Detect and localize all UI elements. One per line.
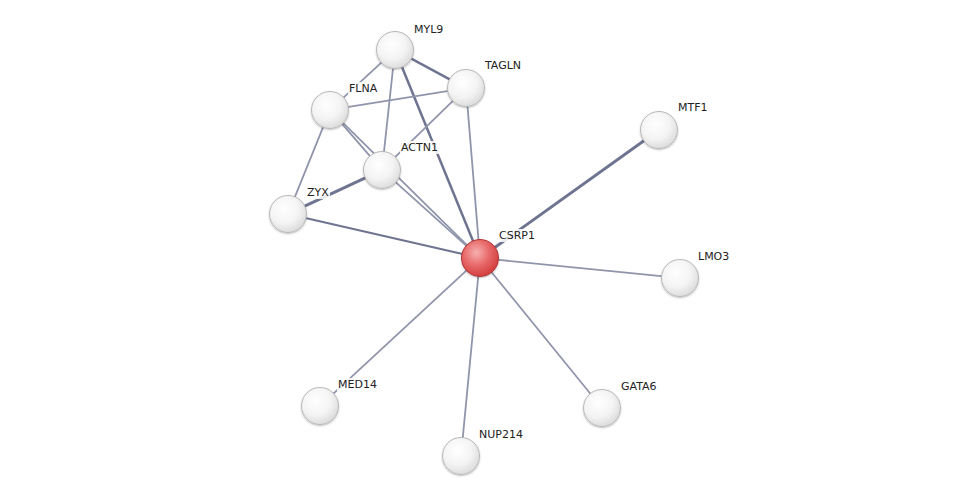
protein-label: FLNA xyxy=(348,82,378,95)
protein-node xyxy=(301,387,339,425)
protein-node xyxy=(661,259,699,297)
protein-label: CSRP1 xyxy=(498,229,536,242)
protein-label: GATA6 xyxy=(620,380,658,393)
protein-label: ZYX xyxy=(306,186,330,199)
interaction-edge xyxy=(342,124,369,155)
query-protein-node xyxy=(461,239,499,277)
protein-label: MTF1 xyxy=(677,101,709,114)
interaction-edge xyxy=(495,141,643,247)
protein-label: TAGLN xyxy=(484,59,522,72)
protein-node xyxy=(363,151,401,189)
interaction-edge xyxy=(468,107,479,239)
protein-label: ACTN1 xyxy=(400,141,439,154)
interaction-edge xyxy=(307,218,462,254)
interaction-edge xyxy=(492,273,590,394)
protein-node xyxy=(447,69,485,107)
interaction-edge xyxy=(412,59,449,79)
interaction-edge xyxy=(334,271,466,393)
protein-node xyxy=(311,91,349,129)
protein-label: MYL9 xyxy=(413,23,444,36)
interaction-edge xyxy=(305,178,365,206)
protein-node xyxy=(269,195,307,233)
protein-node xyxy=(442,437,480,475)
protein-node xyxy=(640,111,678,149)
protein-node xyxy=(583,389,621,427)
interaction-edge xyxy=(344,123,467,244)
protein-node xyxy=(376,31,414,69)
protein-label: MED14 xyxy=(337,378,378,391)
interaction-edge xyxy=(463,277,478,437)
interaction-edge xyxy=(344,63,381,97)
protein-label: NUP214 xyxy=(478,428,524,441)
interaction-edge xyxy=(396,101,453,156)
protein-label: LMO3 xyxy=(697,250,730,263)
interaction-edge xyxy=(499,260,661,276)
interaction-edge xyxy=(396,183,466,246)
interaction-edge xyxy=(384,69,393,151)
